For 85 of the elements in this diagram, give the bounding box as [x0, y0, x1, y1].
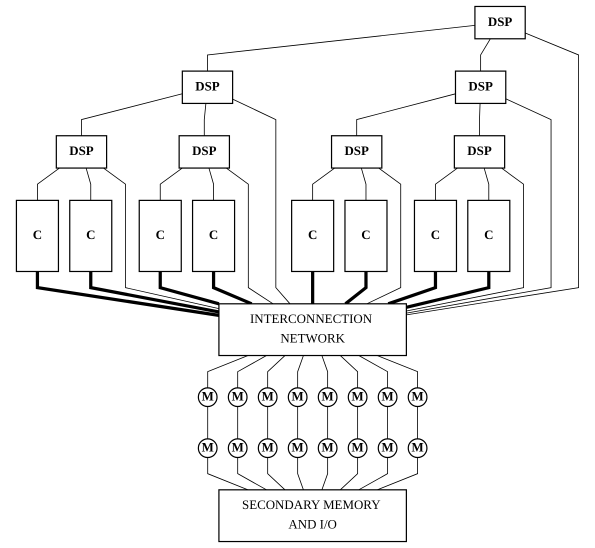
connector — [356, 93, 456, 136]
connector — [81, 93, 183, 136]
node-circle: M — [348, 387, 368, 408]
connector — [158, 272, 220, 306]
connector — [311, 272, 314, 304]
connector — [297, 406, 298, 440]
connector — [267, 457, 286, 490]
node-box: DSP — [178, 135, 230, 169]
connector — [357, 406, 358, 440]
connector — [297, 457, 304, 490]
connector — [207, 25, 476, 72]
connector — [406, 272, 490, 309]
node-box: DSP — [182, 70, 234, 104]
node-box: C — [138, 200, 182, 272]
node-box: C — [344, 200, 388, 272]
connector — [267, 406, 268, 440]
connector — [86, 168, 92, 201]
connector — [417, 406, 418, 440]
connector — [37, 168, 60, 201]
connector — [479, 103, 480, 136]
connector — [376, 457, 418, 490]
node-circle: M — [378, 387, 398, 408]
connector — [103, 168, 220, 310]
connector — [207, 406, 208, 440]
node-box: DSP — [454, 70, 506, 104]
connector — [406, 32, 579, 316]
node-circle: M — [258, 387, 278, 408]
connector — [237, 457, 267, 490]
connector — [484, 168, 490, 201]
connector — [204, 103, 206, 136]
node-box: C — [192, 200, 236, 272]
node-box: DSP — [474, 6, 526, 40]
connector — [321, 457, 328, 490]
connector — [406, 168, 524, 312]
connector — [480, 38, 491, 72]
node-circle: M — [228, 438, 248, 458]
connector — [207, 355, 248, 388]
node-circle: M — [408, 387, 428, 408]
connector — [237, 355, 267, 388]
connector — [340, 355, 358, 388]
node-circle: M — [228, 387, 248, 408]
connector — [321, 355, 328, 388]
connector — [358, 355, 388, 388]
connector — [297, 355, 304, 388]
node-box: C — [291, 200, 334, 272]
connector — [207, 457, 248, 490]
node-circle: M — [288, 438, 308, 458]
node-circle: M — [198, 438, 218, 458]
node-box: DSP — [330, 135, 382, 169]
connector — [344, 272, 368, 306]
connector — [237, 406, 238, 440]
node-box: DSP — [454, 135, 506, 169]
connector — [89, 272, 220, 314]
node-box: SECONDARY MEMORY AND I/O — [218, 489, 407, 542]
connector — [360, 168, 366, 201]
node-circle: M — [258, 438, 278, 458]
connector — [435, 168, 458, 201]
connector — [366, 168, 402, 304]
node-box: DSP — [56, 135, 108, 169]
node-circle: M — [318, 438, 338, 458]
node-box: INTERCONNECTION NETWORK — [218, 303, 407, 356]
connector — [358, 457, 388, 490]
connector — [406, 98, 552, 314]
connector — [340, 457, 358, 490]
connector — [232, 98, 290, 304]
connector — [267, 355, 286, 388]
connector — [387, 406, 388, 440]
connector — [36, 272, 220, 317]
node-circle: M — [348, 438, 368, 458]
connector — [388, 272, 438, 306]
connector — [312, 168, 336, 201]
node-box: C — [69, 200, 112, 272]
connector — [212, 272, 252, 306]
node-circle: M — [198, 387, 218, 408]
connector — [208, 168, 214, 201]
connector — [327, 406, 328, 440]
node-circle: M — [408, 438, 428, 458]
node-box: C — [414, 200, 458, 272]
connector — [160, 168, 183, 201]
connector — [226, 168, 274, 304]
node-box: C — [467, 200, 510, 272]
node-circle: M — [378, 438, 398, 458]
node-circle: M — [318, 387, 338, 408]
node-circle: M — [288, 387, 308, 408]
node-box: C — [16, 200, 60, 272]
